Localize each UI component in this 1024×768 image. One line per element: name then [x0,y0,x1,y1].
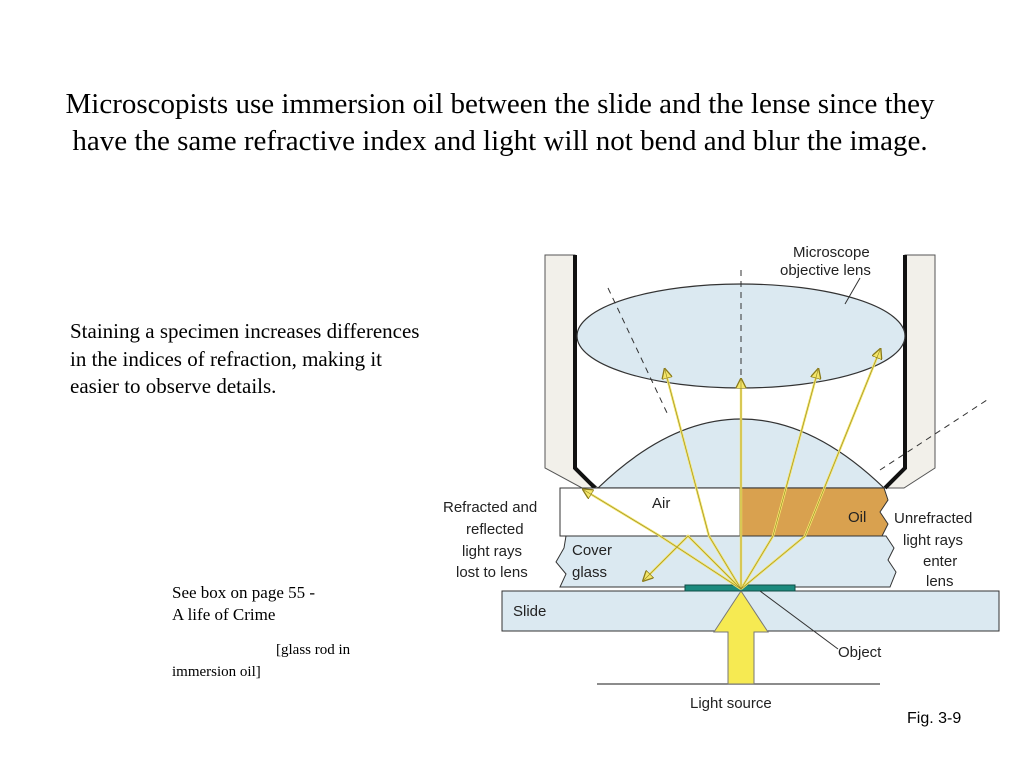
leader-object [759,590,839,650]
leader-objective [844,277,861,305]
label-objective-2: objective lens [780,262,871,279]
label-cover-2: glass [572,564,607,581]
label-light-source: Light source [690,695,772,712]
label-unrefracted-2: light rays [903,532,963,549]
label-refracted-4: lost to lens [456,564,528,581]
cover-glass [555,535,897,588]
see-box-reference: See box on page 55 - A life of Crime [172,582,382,626]
see-box-note-1: [glass rod in [276,642,351,658]
see-box-line-2: A life of Crime [172,605,276,624]
label-oil: Oil [848,509,866,526]
figure-label: Fig. 3-9 [907,710,962,727]
label-unrefracted-3: enter [923,553,957,570]
label-slide: Slide [513,603,546,620]
light-source-arrow [713,590,769,685]
slide-title: Microscopists use immersion oil between … [65,88,935,157]
label-object: Object [838,644,882,661]
see-box-note-2: immersion oil] [172,664,261,680]
label-refracted-1: Refracted and [443,499,537,516]
label-air: Air [652,495,670,512]
label-unrefracted-4: lens [926,573,954,590]
label-unrefracted-1: Unrefracted [894,510,972,527]
critical-angle-line-left [607,287,669,416]
label-objective-1: Microscope [793,244,870,261]
staining-text: Staining a specimen increases difference… [70,319,420,398]
objective-housing [544,254,936,490]
label-refracted-3: light rays [462,543,522,560]
label-refracted-2: reflected [466,521,524,538]
see-box-line-1: See box on page 55 - [172,583,316,602]
label-cover-1: Cover [572,542,612,559]
